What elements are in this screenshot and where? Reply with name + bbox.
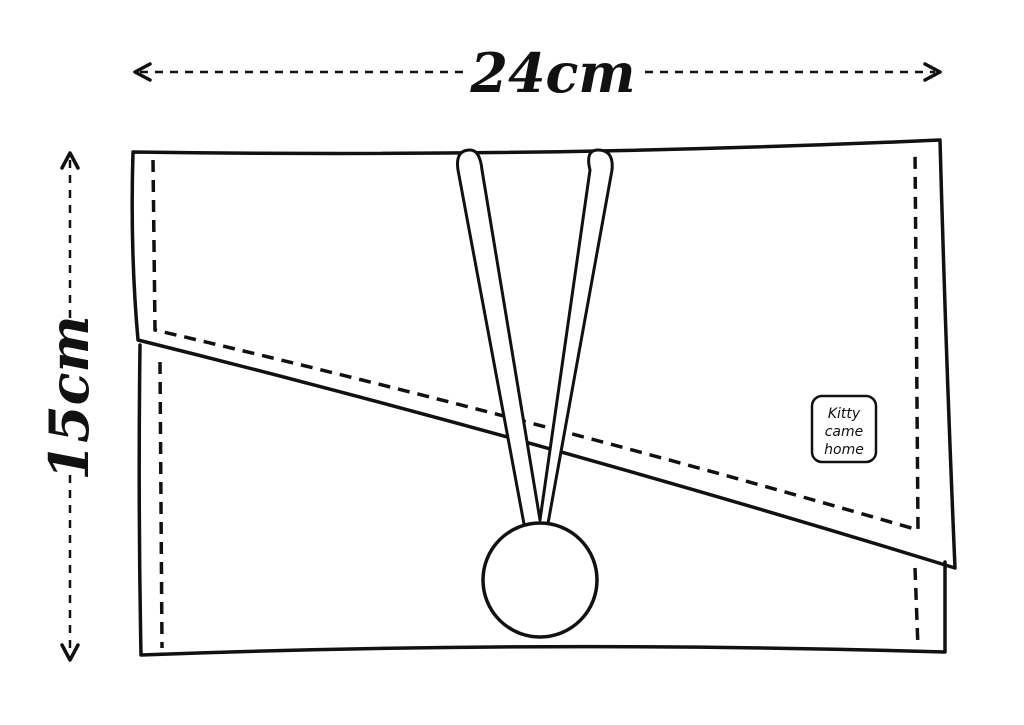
width-dimension: 24cm [133, 41, 942, 105]
elastic-loop [456, 148, 614, 542]
elastic-cord [456, 148, 614, 542]
arrowhead-left-icon [133, 62, 152, 82]
logo-line-3: home [824, 442, 864, 458]
height-label: 15cm [37, 315, 101, 480]
body-right-stitching [913, 567, 920, 649]
kitty-came-home-logo: Kitty came home [810, 394, 878, 464]
logo-line-2: came [825, 424, 864, 440]
height-dimension: 15cm [37, 151, 101, 662]
arrowhead-up-icon [60, 151, 80, 170]
logo-frame [810, 394, 878, 464]
clutch-flap [130, 138, 957, 570]
button-icon [481, 521, 599, 639]
flap-stitching [151, 149, 920, 533]
body-left-stitching [158, 361, 164, 649]
arrowhead-right-icon [923, 62, 942, 82]
width-label: 24cm [469, 41, 635, 105]
clutch-body [137, 343, 947, 657]
body-outline [137, 343, 947, 657]
flap-outline [130, 138, 957, 570]
logo-line-1: Kitty [828, 406, 861, 422]
arrowhead-down-icon [60, 643, 80, 662]
